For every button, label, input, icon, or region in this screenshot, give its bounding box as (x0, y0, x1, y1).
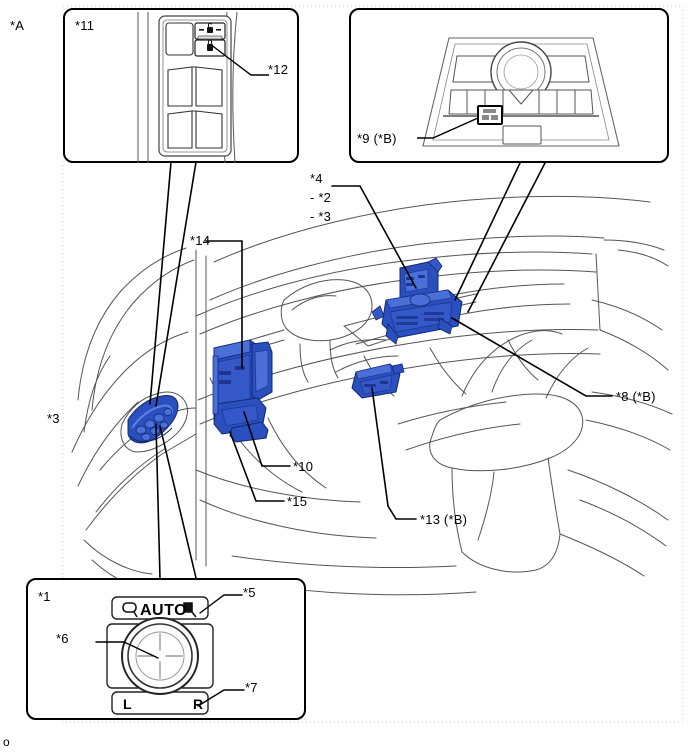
left-mirror-label: L (123, 696, 132, 712)
component-center-junction-block (371, 289, 463, 345)
callout-8: *8 (*B) (616, 389, 656, 404)
callout-4: *4 (310, 171, 323, 186)
mirror-switch-inset-panel: *1 (26, 578, 306, 720)
callout-5: *5 (243, 585, 256, 600)
lock-icon (207, 39, 213, 51)
mirror-icon-left (122, 602, 138, 618)
door-lock-switch (194, 22, 226, 57)
center-cluster-artwork (417, 37, 620, 147)
auto-label: AUTO (140, 602, 188, 619)
component-power-window-switch (127, 395, 179, 444)
door-switch-inset-panel: *11 (63, 8, 299, 164)
right-mirror-label: R (193, 696, 204, 712)
callout-6: *6 (56, 631, 69, 646)
component-lower-center-relay (351, 363, 405, 399)
component-center-ecu-upper (399, 257, 443, 301)
door-trim-artwork (137, 11, 269, 164)
callout-12: *12 (268, 62, 289, 77)
outer-marker-bottom-left: o (3, 735, 10, 749)
callout-15: *15 (287, 494, 308, 509)
callout-2: - *2 (310, 190, 332, 205)
callout-13: *13 (*B) (420, 512, 468, 527)
callout-11: *11 (75, 18, 95, 33)
callout-10: *10 (293, 459, 314, 474)
component-driver-junction-block (212, 339, 273, 443)
highlighted-mirror-switch (477, 105, 503, 125)
outer-marker-top-left: *A (10, 18, 25, 33)
callout-14: *14 (190, 233, 211, 248)
center-cluster-inset-panel (349, 8, 669, 163)
callout-9: *9 (*B) (357, 131, 397, 146)
callout-7: *7 (245, 680, 258, 695)
callout-1: *1 (38, 589, 51, 604)
unlock-icon (199, 22, 221, 33)
callout-3-top: - *3 (310, 209, 332, 224)
callout-3-left: *3 (47, 411, 60, 426)
